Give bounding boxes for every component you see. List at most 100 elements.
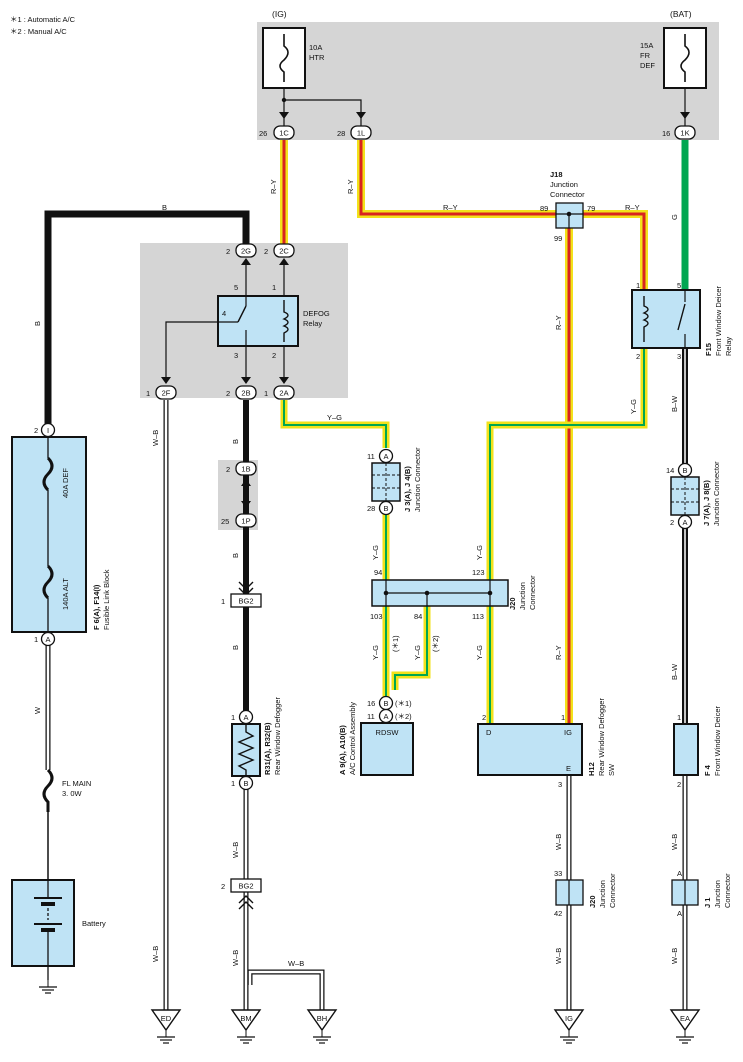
pin-2-relay: 2 [272,351,276,360]
connector-b-j8: B 14 [666,462,693,478]
f4-id: F 4 [703,764,712,776]
f4-front-window-deicer: 1 2 F 4 Front Window Deicer [673,705,722,789]
pin-99: 99 [554,234,562,243]
fl-main-name: FL MAIN [62,779,91,788]
pin-3-relay: 3 [234,351,238,360]
j20-bot-id: J20 [588,895,597,908]
defog-relay-l1: DEFOG [303,309,330,318]
pin-1-defogger-a: 1 [231,713,235,722]
j1-id: J 1 [703,898,712,908]
connector-2c-label: 2C [279,247,289,256]
connector-2b-label: 2B [241,389,250,398]
connector-bg2-top-label: BG2 [238,597,253,606]
defog-relay-body [217,295,299,347]
ground-bm: BM [230,1009,262,1044]
pin-1-2f: 1 [146,389,150,398]
j3-j4-junction-connector: A 11 B 28 J 3(A), J 4(B) Junction Connec… [367,447,422,516]
wire-ry-1c-2c: R–Y [269,140,288,248]
pin-2-h12: 2 [482,713,486,722]
wire-b-fusible-to-relay: B B [33,203,250,428]
f15-l1: Front Window Deicer [714,285,723,356]
pin-84: 84 [414,612,422,621]
pin-28-top: 28 [337,129,345,138]
j18-id: J18 [550,170,563,179]
f15-l2: Relay [724,337,733,356]
pin-2-f4: 2 [677,780,681,789]
j1-top-a: A [677,869,682,878]
htr-fuse-amp: 10A [309,43,322,52]
wire-label-ry-3: R–Y [443,203,458,212]
wire-label-yg-2: Y–G [371,545,380,560]
wire-wb-2f-ed: W–B W–B [151,400,169,1010]
wire-label-wb-8: W–B [670,834,679,850]
connector-1b: 1B 2 [226,461,257,476]
wire-label-g: G [670,214,679,220]
frdef-fuse-l2: FR [640,51,651,60]
pin-42: 42 [554,909,562,918]
pin-1-defogger-b: 1 [231,779,235,788]
j18-junction-connector: J18 Junction Connector 89 79 99 [540,170,595,243]
battery: Battery [11,879,106,994]
ground-ea-label: EA [680,1014,690,1023]
defog-relay-l2: Relay [303,319,322,328]
j20-bot-l2: Connector [608,873,617,908]
j20-mid-l2: Connector [528,575,537,610]
ac-tag-n1: (＊1) [395,699,412,708]
h12-terminal-ig: IG [564,728,572,737]
j1-junction-connector: A A J 1 Junction Connector [671,869,732,918]
j20-mid-id: J20 [508,597,517,610]
h12-terminal-e: E [566,764,571,773]
connector-1b-label: 1B [241,465,250,474]
defog-relay: 2G 2 2C 2 DEFOG Relay 5 1 4 3 2 2F 1 [146,243,330,400]
connector-1k-label: 1K [680,129,689,138]
j1-bot-a: A [677,909,682,918]
fusible-block-name: Fusible Link Block [102,569,111,630]
rear-window-defogger: A 1 B 1 R31(A), R32(B) Rear Window Defog… [231,697,282,791]
pin-3-h12: 3 [558,780,562,789]
wire-label-b-top: B [162,203,167,212]
connector-i-label: I [47,426,49,435]
connector-a-fusible: A 1 [34,631,56,647]
connector-a-defogger-label: A [243,713,248,722]
pin-2-f15: 2 [636,352,640,361]
pin-4-relay: 4 [222,309,226,318]
connector-i: I 2 [34,422,56,438]
h12-l2: SW [607,763,616,776]
wire-yg-2a-j3: Y–G [280,400,390,448]
connector-bg2-bottom: BG2 2 [221,878,262,910]
connector-1p-label: 1P [241,517,250,526]
pin-103: 103 [370,612,383,621]
pin-2-2c: 2 [264,247,268,256]
h12-id: H12 [587,762,596,776]
wire-label-bw-2: B–W [670,663,679,680]
connector-b-ac-label: B [383,699,388,708]
connector-2f-label: 2F [162,389,171,398]
wire-label-n2: (＊2) [431,635,440,652]
wire-label-ry-6: R–Y [554,645,563,660]
pin-26: 26 [259,129,267,138]
pin-89: 89 [540,204,548,213]
connector-a-defogger: A 1 [231,709,254,725]
connector-2b: 2B 2 [226,385,257,400]
wire-label-bw-1: B–W [670,395,679,412]
wire-label-ry-4: R–Y [625,203,640,212]
frdef-fuse-amp: 15A [640,41,653,50]
wire-label-ry-1: R–Y [269,179,278,194]
ground-bm-label: BM [240,1014,251,1023]
connector-1k: 1K 16 [662,125,696,140]
wire-label-n1: (＊1) [391,635,400,652]
wire-g-1k-f15: G [670,140,689,290]
pin-1-f15: 1 [636,281,640,290]
pin-1-bg2: 1 [221,597,225,606]
connector-a-j7-label: A [682,518,687,527]
wire-label-b-left: B [33,321,42,326]
note-manual-ac: ＊2 : Manual A/C [10,27,67,36]
wire-yg-j20-h12: Y–G [475,606,494,724]
j20-mid-l1: Junction [518,582,527,610]
frdef-fuse: 15A FR DEF [640,27,707,89]
pin-5-f15: 5 [677,281,681,290]
connector-1c: 1C 26 [259,125,295,140]
connector-1c-label: 1C [279,129,289,138]
fuse-140a-alt: 140A ALT [61,578,70,610]
